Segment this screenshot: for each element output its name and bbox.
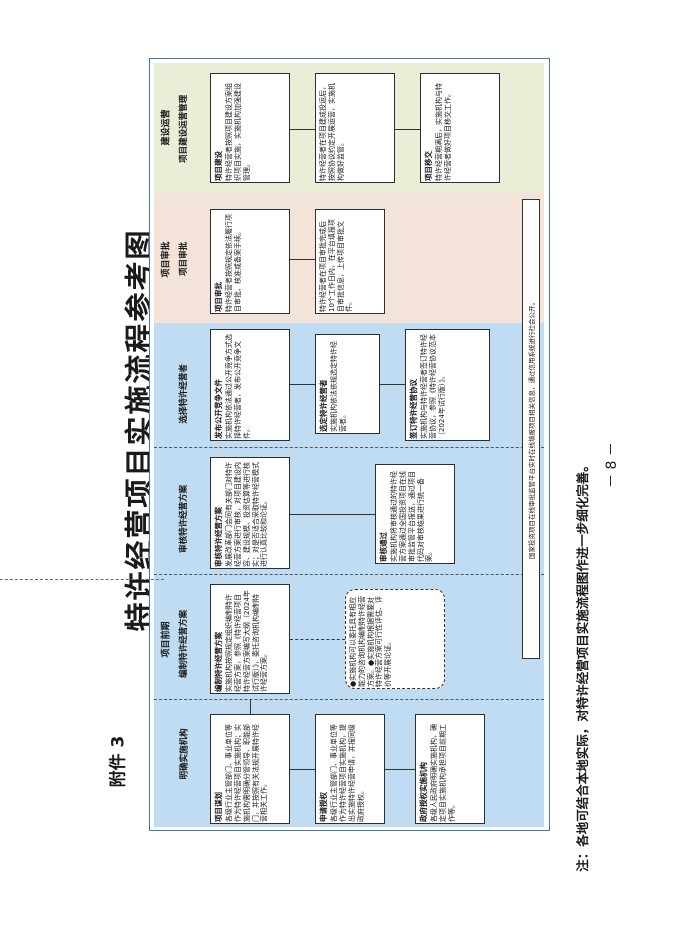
stage-5: 项目审批 (179, 241, 190, 276)
box-transfer: 项目移交特许经营期满后，实施机构与特许经营者做好项目移交工作。 (420, 73, 500, 183)
stage-4: 选择特许经营者 (179, 364, 190, 424)
box-review-result: 审核通过实施机构将审核通过的特许经营方案通过全国投资项目在线审批监管平台报送，通… (375, 464, 455, 564)
box-review-plan: 审核特许经营方案发展改革部门会同有关部门对特许经营方案进行审核，对项目建设内容、… (210, 457, 290, 569)
flowchart: 项目前期 项目审批 建设运营 明确实施机构 编制特许经营方案 审核特许经营方案 … (0, 58, 550, 831)
box-project-plan: 项目谋划各级行业主管部门、事业单位等作为特许经营项目实施机构；实施机构需明确分管… (210, 714, 290, 824)
box-approval: 项目审批特许经营者按照规定依法履行项目审批、核准或备案手续。 (210, 209, 290, 314)
box-apply-authorization: 申请授权各级行业主管部门、事业单位等作为特许经营项目实施机构，提出实施特许经营申… (315, 714, 385, 824)
box-operate: 特许经营者在项目建成投运后，按照协议约定开展运营，实施机构做好监管。 (315, 73, 395, 183)
stage-3: 审核特许经营方案 (179, 484, 190, 553)
box-select-operator: 选定特许经营者实施机构依法依规选定特许经营者。 (315, 334, 380, 434)
stage-2: 编制特许经营方案 (179, 609, 190, 678)
page-number: － 8 － (604, 442, 620, 488)
box-public-bid: 发布公开竞争文件实施机构依法通过公开竞争方式选择特许经营者，发布公开竞争文件。 (210, 329, 290, 441)
box-government-authorize: 政府授权实施机构各级人民政府明确实施机构，确定项目实施机构承担项目前期工作等。 (415, 714, 485, 824)
box-prepare-plan: 编制特许经营方案实施机构按照规定组织编制特许经营方案，参照《特许经营项目特许经营… (210, 584, 290, 694)
stage-1: 明确实施机构 (179, 728, 190, 780)
box-approval-upload: 特许经营者在项目审批完成后10个工作日内，在平台填报项目审批信息，上传项目审批文… (315, 209, 385, 314)
stage-6: 项目建设运营管理 (179, 94, 190, 163)
attachment-label: 附件 3 (108, 735, 129, 787)
platform-note-box: 国家投资项目在线审批监管平台实时在线填报项目相关信息，通过信用系统进行社会公开。 (522, 199, 540, 659)
box-sign-agreement: 签订特许经营协议实施机构与特许经营者签订特许经营协议，参照《特许经营协议范本（2… (405, 329, 490, 441)
box-build: 项目建设特许经营者按照项目建设方案组织项目实施，实施机构加强建设管理。 (210, 73, 290, 183)
footnote: 注：各地可结合本地实际，对特许经营项目实施流程图作进一步细化完善。 (574, 458, 590, 872)
box-consult-note: ●实施机构可以委托具有相应能力的咨询机构编制特许经营方案。●实施机构根据需要对特… (345, 589, 445, 689)
